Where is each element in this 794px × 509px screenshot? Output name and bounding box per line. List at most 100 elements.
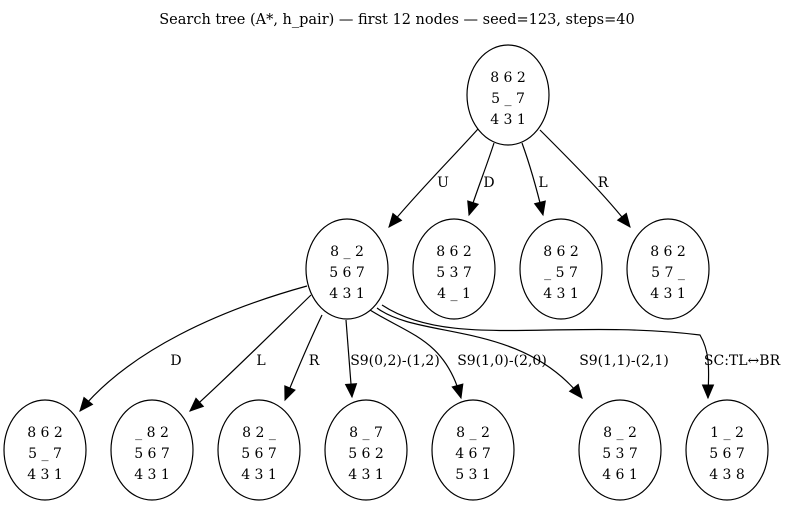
board-row: 5 _ 7 — [491, 91, 525, 107]
edge-line — [369, 309, 462, 399]
edges-layer: U D L R D L R S9(0,2)-(1,2) S9(1,0)-(2,0) S9(1,1)… — [79, 128, 781, 412]
edge-label: L — [538, 175, 547, 191]
edge-label: S9(0,2)-(1,2) — [350, 353, 440, 369]
board-row: 4 3 1 — [27, 467, 63, 483]
nodes-layer: 8 6 2 5 _ 7 4 3 1 8 _ 2 5 6 7 4 3 1 8 6 2 5 3 7… — [3, 44, 769, 501]
edge-line — [376, 307, 583, 399]
edge-label: L — [256, 353, 265, 369]
edge-line — [381, 304, 710, 399]
tree-node-n2: 8 6 2 5 3 7 4 _ 1 — [412, 218, 496, 320]
node-ellipse — [578, 399, 662, 501]
edge-n1-n7: R — [284, 314, 323, 402]
tree-node-root: 8 6 2 5 _ 7 4 3 1 — [466, 44, 550, 146]
edge-line — [388, 128, 479, 228]
node-ellipse — [305, 218, 389, 320]
node-ellipse — [3, 399, 87, 501]
edge-label: S9(1,1)-(2,1) — [579, 353, 669, 369]
node-ellipse — [217, 399, 301, 501]
node-ellipse — [324, 399, 408, 501]
tree-node-n6: _ 8 2 5 6 7 4 3 1 — [110, 399, 194, 501]
board-row: 4 _ 1 — [437, 286, 471, 302]
tree-node-n7: 8 2 _ 5 6 7 4 3 1 — [217, 399, 301, 501]
board-row: 5 3 7 — [436, 265, 472, 281]
edge-n1-n10: S9(1,1)-(2,1) — [376, 307, 669, 400]
edge-root-n2: D — [467, 142, 495, 217]
arrowhead — [701, 384, 715, 400]
edge-label: D — [483, 175, 494, 191]
edge-n1-n9: S9(1,0)-(2,0) — [369, 309, 547, 400]
edge-n1-n5: D — [79, 285, 308, 412]
edge-label: SC:TL↔BR — [704, 353, 781, 369]
board-row: 4 6 7 — [455, 446, 491, 462]
edge-label: D — [170, 353, 181, 369]
board-row: 8 _ 7 — [349, 425, 383, 441]
edge-root-n1: U — [388, 128, 479, 228]
board-row: 8 _ 2 — [603, 425, 637, 441]
node-ellipse — [431, 399, 515, 501]
arrowhead — [467, 200, 480, 217]
board-row: 4 3 8 — [709, 467, 745, 483]
node-ellipse — [466, 44, 550, 146]
edge-n1-n6: L — [189, 294, 312, 412]
diagram-title: Search tree (A*, h_pair) — first 12 node… — [159, 12, 635, 28]
node-ellipse — [519, 218, 603, 320]
board-row: 4 3 1 — [650, 286, 686, 302]
board-row: 4 6 1 — [602, 467, 638, 483]
board-row: 5 6 7 — [329, 265, 365, 281]
board-row: 1 _ 2 — [710, 425, 744, 441]
edge-label: R — [309, 353, 320, 369]
arrowhead — [284, 385, 296, 402]
board-row: 8 _ 2 — [330, 244, 364, 260]
edge-label: S9(1,0)-(2,0) — [457, 353, 547, 369]
arrowhead — [533, 200, 546, 217]
tree-node-n4: 8 6 25 7 _4 3 1 — [626, 218, 710, 320]
arrowhead — [616, 212, 631, 229]
board-row: 5 _ 7 — [28, 446, 62, 462]
board-row: 5 6 7 — [134, 446, 170, 462]
node-ellipse — [412, 218, 496, 320]
edge-n1-n8: S9(0,2)-(1,2) — [344, 319, 440, 399]
node-ellipse — [110, 399, 194, 501]
tree-node-n8: 8 _ 7 5 6 2 4 3 1 — [324, 399, 408, 501]
arrowhead — [388, 212, 403, 228]
board-row: _ 8 2 — [135, 425, 169, 441]
board-row: 8 2 _ — [242, 425, 276, 441]
board-row: 8 _ 2 — [456, 425, 490, 441]
edge-label: R — [598, 175, 609, 191]
arrowhead — [344, 383, 358, 399]
tree-node-n5: 8 6 2 5 _ 7 4 3 1 — [3, 399, 87, 501]
board-row: 4 3 1 — [543, 286, 579, 302]
board-row: 8 6 2 — [543, 244, 579, 260]
board-row: 4 3 1 — [241, 467, 277, 483]
edge-root-n3: L — [521, 142, 548, 217]
arrowhead — [568, 383, 583, 400]
edge-n1-n11: SC:TL↔BR — [381, 304, 781, 400]
board-row: 4 3 1 — [490, 112, 526, 128]
edge-line — [189, 294, 312, 412]
edge-line — [539, 129, 631, 228]
edge-root-n4: R — [539, 129, 631, 229]
board-row: 4 3 1 — [329, 286, 365, 302]
board-row: 5 3 1 — [455, 467, 491, 483]
arrowhead — [189, 397, 205, 412]
node-ellipse — [685, 399, 769, 501]
board-row: 5 7 _ — [651, 265, 685, 281]
edge-line — [79, 285, 308, 412]
arrowhead — [79, 396, 94, 412]
tree-node-n9: 8 _ 2 4 6 7 5 3 1 — [431, 399, 515, 501]
board-row: 5 3 7 — [602, 446, 638, 462]
tree-node-n10: 8 _ 2 5 3 7 4 6 1 — [578, 399, 662, 501]
board-row: 4 3 1 — [348, 467, 384, 483]
arrowhead — [451, 383, 464, 400]
tree-node-n1: 8 _ 2 5 6 7 4 3 1 — [305, 218, 389, 320]
board-row: 8 6 2 — [436, 244, 472, 260]
board-row: 8 6 2 — [27, 425, 63, 441]
board-row: _ 5 7 — [544, 265, 578, 281]
board-row: 5 6 7 — [241, 446, 277, 462]
tree-node-n11: 1 _ 25 6 74 3 8 — [685, 399, 769, 501]
edge-label: U — [437, 175, 449, 191]
board-row: 8 6 2 — [490, 70, 526, 86]
board-row: 5 6 2 — [348, 446, 384, 462]
board-row: 4 3 1 — [134, 467, 170, 483]
